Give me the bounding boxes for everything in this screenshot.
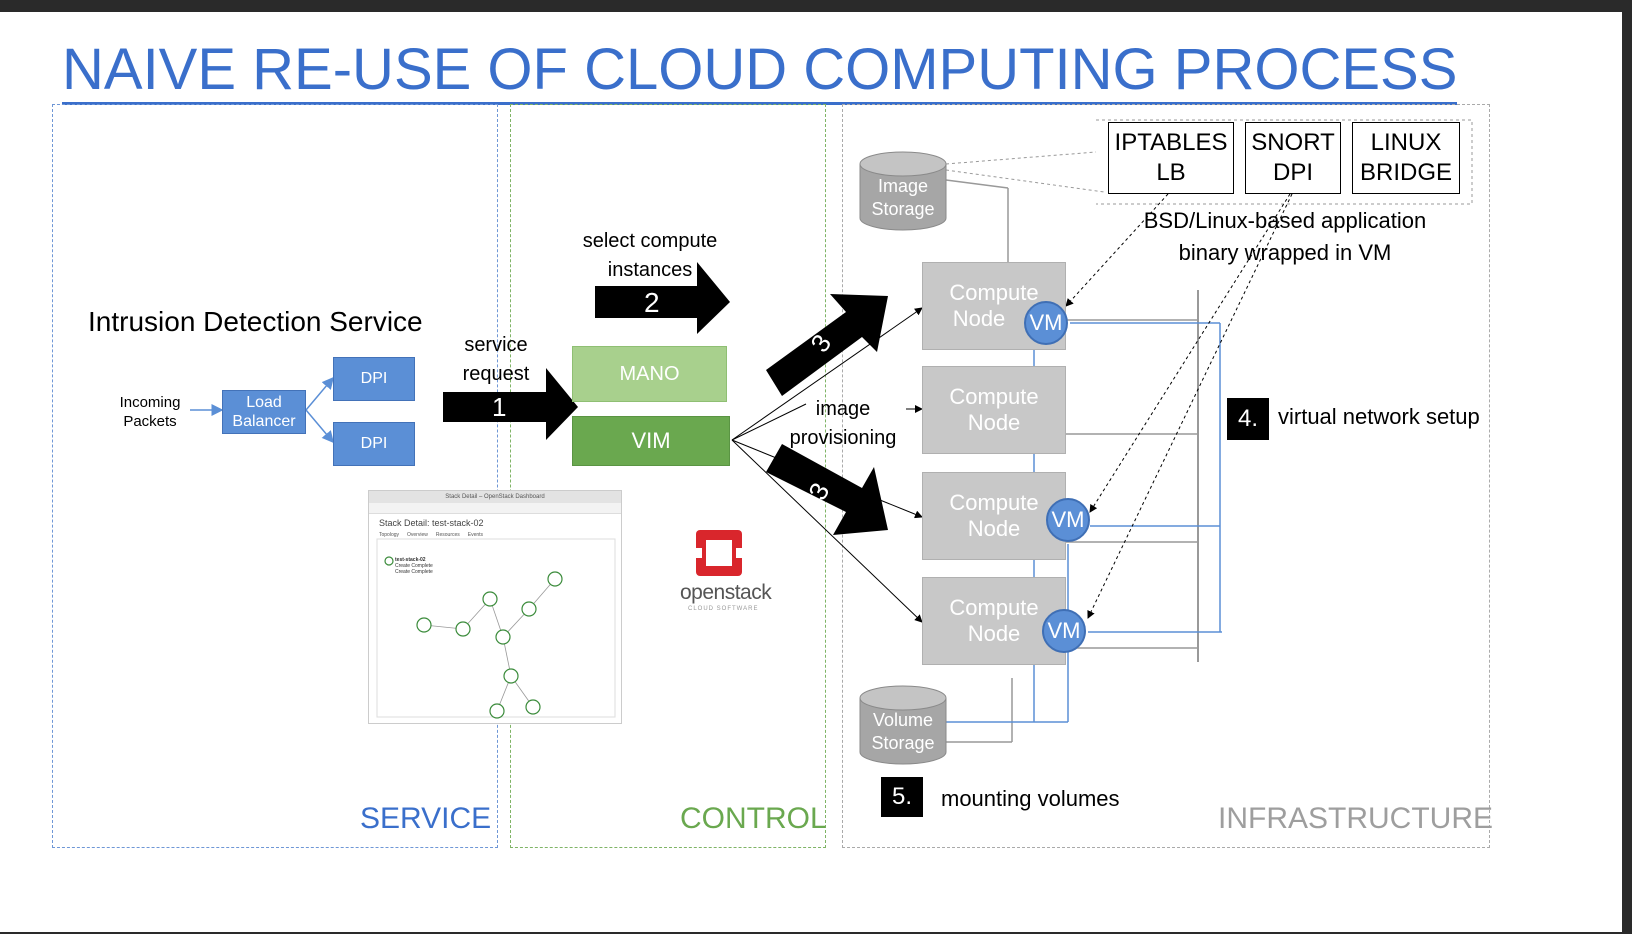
thumbnail-tab-overview: Overview [407,532,428,538]
app-linux-line1: LINUX [1370,129,1442,156]
incoming-packets-line2: Packets [123,413,177,430]
lb-dpi-top-arrow [305,376,334,411]
image-provisioning-line2: provisioning [789,427,897,449]
step4-label: virtual network setup [1278,404,1480,429]
vm-2: VM [1046,498,1090,542]
compute-node-1-line1: Compute [949,280,1039,305]
compute-node-3-line2: Node [967,516,1021,541]
infrastructure-zone-label: INFRASTRUCTURE [1218,802,1493,835]
service-zone-label: SERVICE [360,802,492,835]
load-balancer-line2: Balancer [232,413,296,430]
step1-block-arrow [443,368,578,440]
dpi-box-top: DPI [333,357,415,401]
app-snort-dpi: SNORT DPI [1245,122,1341,194]
openstack-logo-mark [690,530,748,576]
openstack-dashboard-thumbnail: Stack Detail – OpenStack Dashboard Stack… [368,490,622,724]
thumbnail-tab-topology: Topology [379,532,400,538]
app-iptables-line2: LB [1156,159,1186,186]
step3-top-block-arrow [766,294,888,396]
compute-node-3: Compute Node [922,472,1066,560]
vm-3: VM [1042,609,1086,653]
app-caption-line1: BSD/Linux-based application [1143,208,1427,233]
volume-storage-label: Volume Storage [858,708,948,756]
thumbnail-heading: Stack Detail: test-stack-02 [379,518,484,528]
step2-label: select compute instances [570,226,730,286]
step1-label-line2: request [462,363,530,385]
compute-node-3-line1: Compute [949,490,1039,515]
control-zone-label: CONTROL [680,802,827,835]
window-edge [1622,0,1632,934]
service-heading: Intrusion Detection Service [88,306,423,337]
slide: NAIVE RE-USE OF CLOUD COMPUTING PROCESS … [0,12,1622,932]
openstack-logo-text: openstack [680,581,772,604]
thumbnail-status-1: Create Complete [395,563,433,569]
image-storage-line1: Image [877,176,929,196]
image-provisioning-label: image provisioning [780,394,906,454]
step2-label-line1: select compute [582,230,718,252]
image-provisioning-line1: image [815,398,871,420]
image-storage-label: Image Storage [858,174,948,222]
compute-node-4-line1: Compute [949,595,1039,620]
openstack-logo: openstack CLOUD SOFTWARE [676,526,772,618]
compute-node-4: Compute Node [922,577,1066,665]
app-snort-line1: SNORT [1251,129,1335,156]
load-balancer-box: Load Balancer [222,390,306,434]
step4-badge: 4. [1227,398,1269,440]
image-storage-cylinder-icon [859,151,947,231]
lb-dpi-bottom-arrow [305,409,334,444]
thumbnail-tabs: Topology Overview Resources Events [369,532,621,538]
step2-number: 2 [644,287,660,318]
step1-number: 1 [492,392,507,422]
app-linux-line2: BRIDGE [1359,159,1452,186]
service-zone [52,104,498,848]
image-storage: Image Storage [858,150,948,232]
compute-node-4-line2: Node [967,621,1021,646]
thumbnail-topology-graph [376,538,616,719]
mano-box: MANO [572,346,727,402]
vim-box: VIM [572,416,730,466]
infrastructure-zone [842,104,1490,848]
thumbnail-titlebar: Stack Detail – OpenStack Dashboard [369,491,621,503]
incoming-packets-label: Incoming Packets [108,392,192,432]
app-snort-line2: DPI [1272,159,1313,186]
dpi-box-bottom: DPI [333,422,415,466]
load-balancer-line1: Load [246,394,282,411]
app-iptables-lb: IPTABLES LB [1108,122,1234,194]
image-storage-line2: Storage [871,199,935,219]
connector-layer [190,119,1473,743]
compute-node-2: Compute Node [922,366,1066,454]
app-linux-bridge: LINUX BRIDGE [1352,122,1460,194]
thumbnail-stack-name: test-stack-02 [395,557,426,563]
compute-node-1-line2: Node [952,306,1006,331]
step5-label: mounting volumes [941,786,1120,811]
thumbnail-status-2: Create Complete [395,569,433,575]
thumbnail-toolbar [369,503,621,514]
step1-label-line1: service [464,334,528,356]
openstack-logo-tagline: CLOUD SOFTWARE [688,606,759,612]
app-caption-line2: binary wrapped in VM [1178,240,1392,265]
volume-storage-line1: Volume [872,710,934,730]
compute-node-2-line2: Node [967,410,1021,435]
thumbnail-tab-events: Events [467,532,484,538]
step1-label: service request [450,330,542,390]
step3-bottom-block-arrow [766,444,888,535]
app-iptables-line1: IPTABLES [1114,129,1228,156]
vm-1: VM [1024,301,1068,345]
app-caption: BSD/Linux-based application binary wrapp… [1110,204,1460,270]
slide-title: NAIVE RE-USE OF CLOUD COMPUTING PROCESS [62,38,1458,105]
step2-label-line2: instances [607,259,693,281]
compute-node-2-line1: Compute [949,384,1039,409]
volume-storage-cylinder-icon [859,685,947,765]
step5-badge: 5. [881,777,923,817]
incoming-packets-line1: Incoming [119,394,181,411]
volume-storage-line2: Storage [871,733,935,753]
volume-storage: Volume Storage [858,684,948,766]
thumbnail-node-label: test-stack-02 Create Complete Create Com… [395,557,433,575]
step2-block-arrow [595,262,730,334]
thumbnail-tab-resources: Resources [435,532,460,538]
